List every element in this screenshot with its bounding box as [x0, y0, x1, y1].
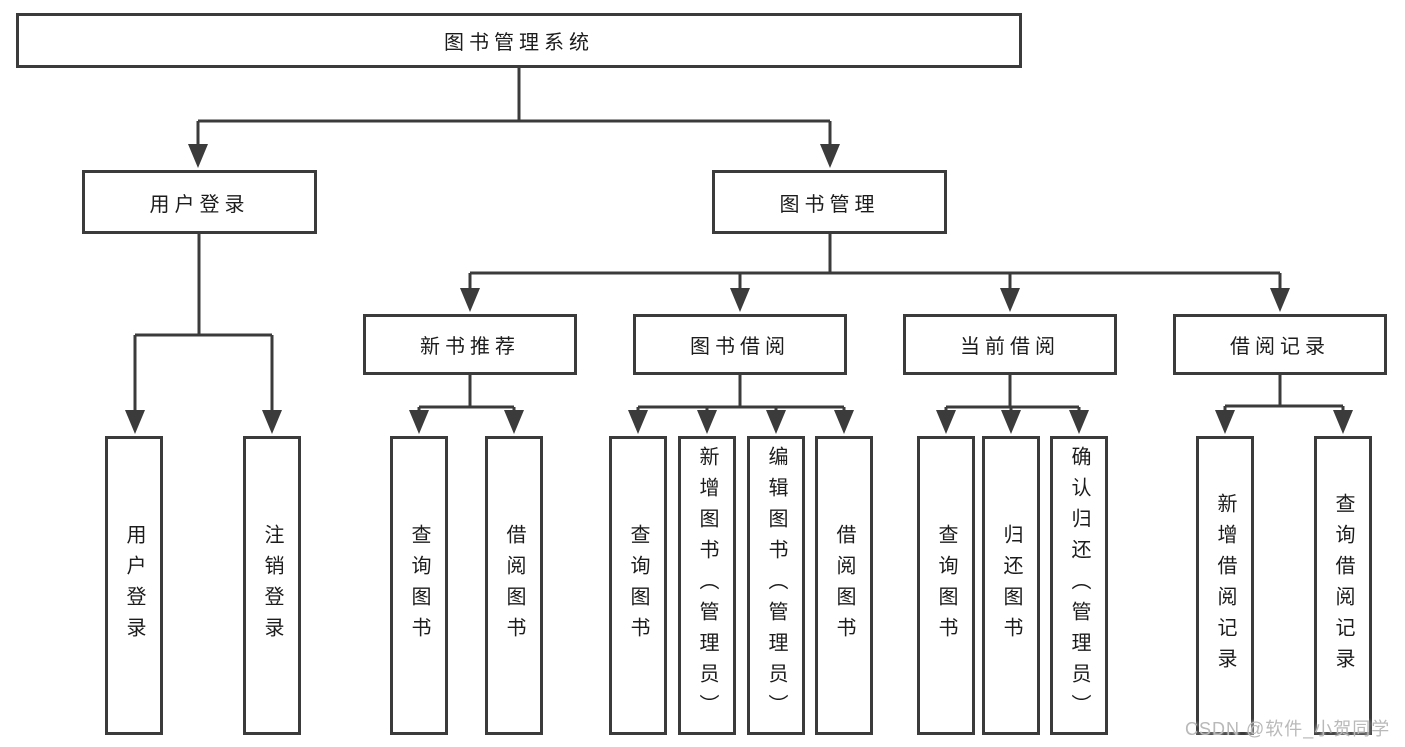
leaf-query-borrow-record-label: 查询借阅记录 — [1332, 492, 1354, 679]
node-user-login: 用户登录 — [82, 170, 317, 234]
leaf-borrow-books-label: 借阅图书 — [833, 523, 855, 648]
leaf-query-borrow-record: 查询借阅记录 — [1314, 436, 1372, 735]
leaf-user-login-label: 用户登录 — [123, 523, 145, 648]
leaf-add-book-admin-label: 新增图书（管理员） — [696, 446, 718, 725]
leaf-borrow-books-recommend: 借阅图书 — [485, 436, 543, 735]
leaf-borrow-books-recommend-label: 借阅图书 — [503, 523, 525, 648]
leaf-confirm-return-admin-label: 确认归还（管理员） — [1068, 446, 1090, 725]
arrowheads — [125, 144, 1353, 434]
node-borrow-records: 借阅记录 — [1173, 314, 1387, 375]
csdn-watermark: CSDN @软件_小贺同学 — [1185, 719, 1391, 739]
leaf-logout-label: 注销登录 — [261, 523, 283, 648]
leaf-user-login: 用户登录 — [105, 436, 163, 735]
leaf-query-books-current-label: 查询图书 — [935, 523, 957, 648]
leaf-return-book-label: 归还图书 — [1000, 523, 1022, 648]
leaf-query-books-current: 查询图书 — [917, 436, 975, 735]
leaf-query-books-recommend: 查询图书 — [390, 436, 448, 735]
node-root: 图书管理系统 — [16, 13, 1022, 68]
leaf-add-borrow-record: 新增借阅记录 — [1196, 436, 1254, 735]
node-book-mgmt: 图书管理 — [712, 170, 947, 234]
leaf-add-book-admin: 新增图书（管理员） — [678, 436, 736, 735]
leaf-query-books-recommend-label: 查询图书 — [408, 523, 430, 648]
node-current-borrow: 当前借阅 — [903, 314, 1117, 375]
leaf-query-books-borrow: 查询图书 — [609, 436, 667, 735]
leaf-edit-book-admin: 编辑图书（管理员） — [747, 436, 805, 735]
node-book-borrow: 图书借阅 — [633, 314, 847, 375]
leaf-return-book: 归还图书 — [982, 436, 1040, 735]
leaf-confirm-return-admin: 确认归还（管理员） — [1050, 436, 1108, 735]
leaf-add-borrow-record-label: 新增借阅记录 — [1214, 492, 1236, 679]
leaf-edit-book-admin-label: 编辑图书（管理员） — [765, 446, 787, 725]
leaf-borrow-books: 借阅图书 — [815, 436, 873, 735]
leaf-logout: 注销登录 — [243, 436, 301, 735]
node-new-book-recommend: 新书推荐 — [363, 314, 577, 375]
leaf-query-books-borrow-label: 查询图书 — [627, 523, 649, 648]
